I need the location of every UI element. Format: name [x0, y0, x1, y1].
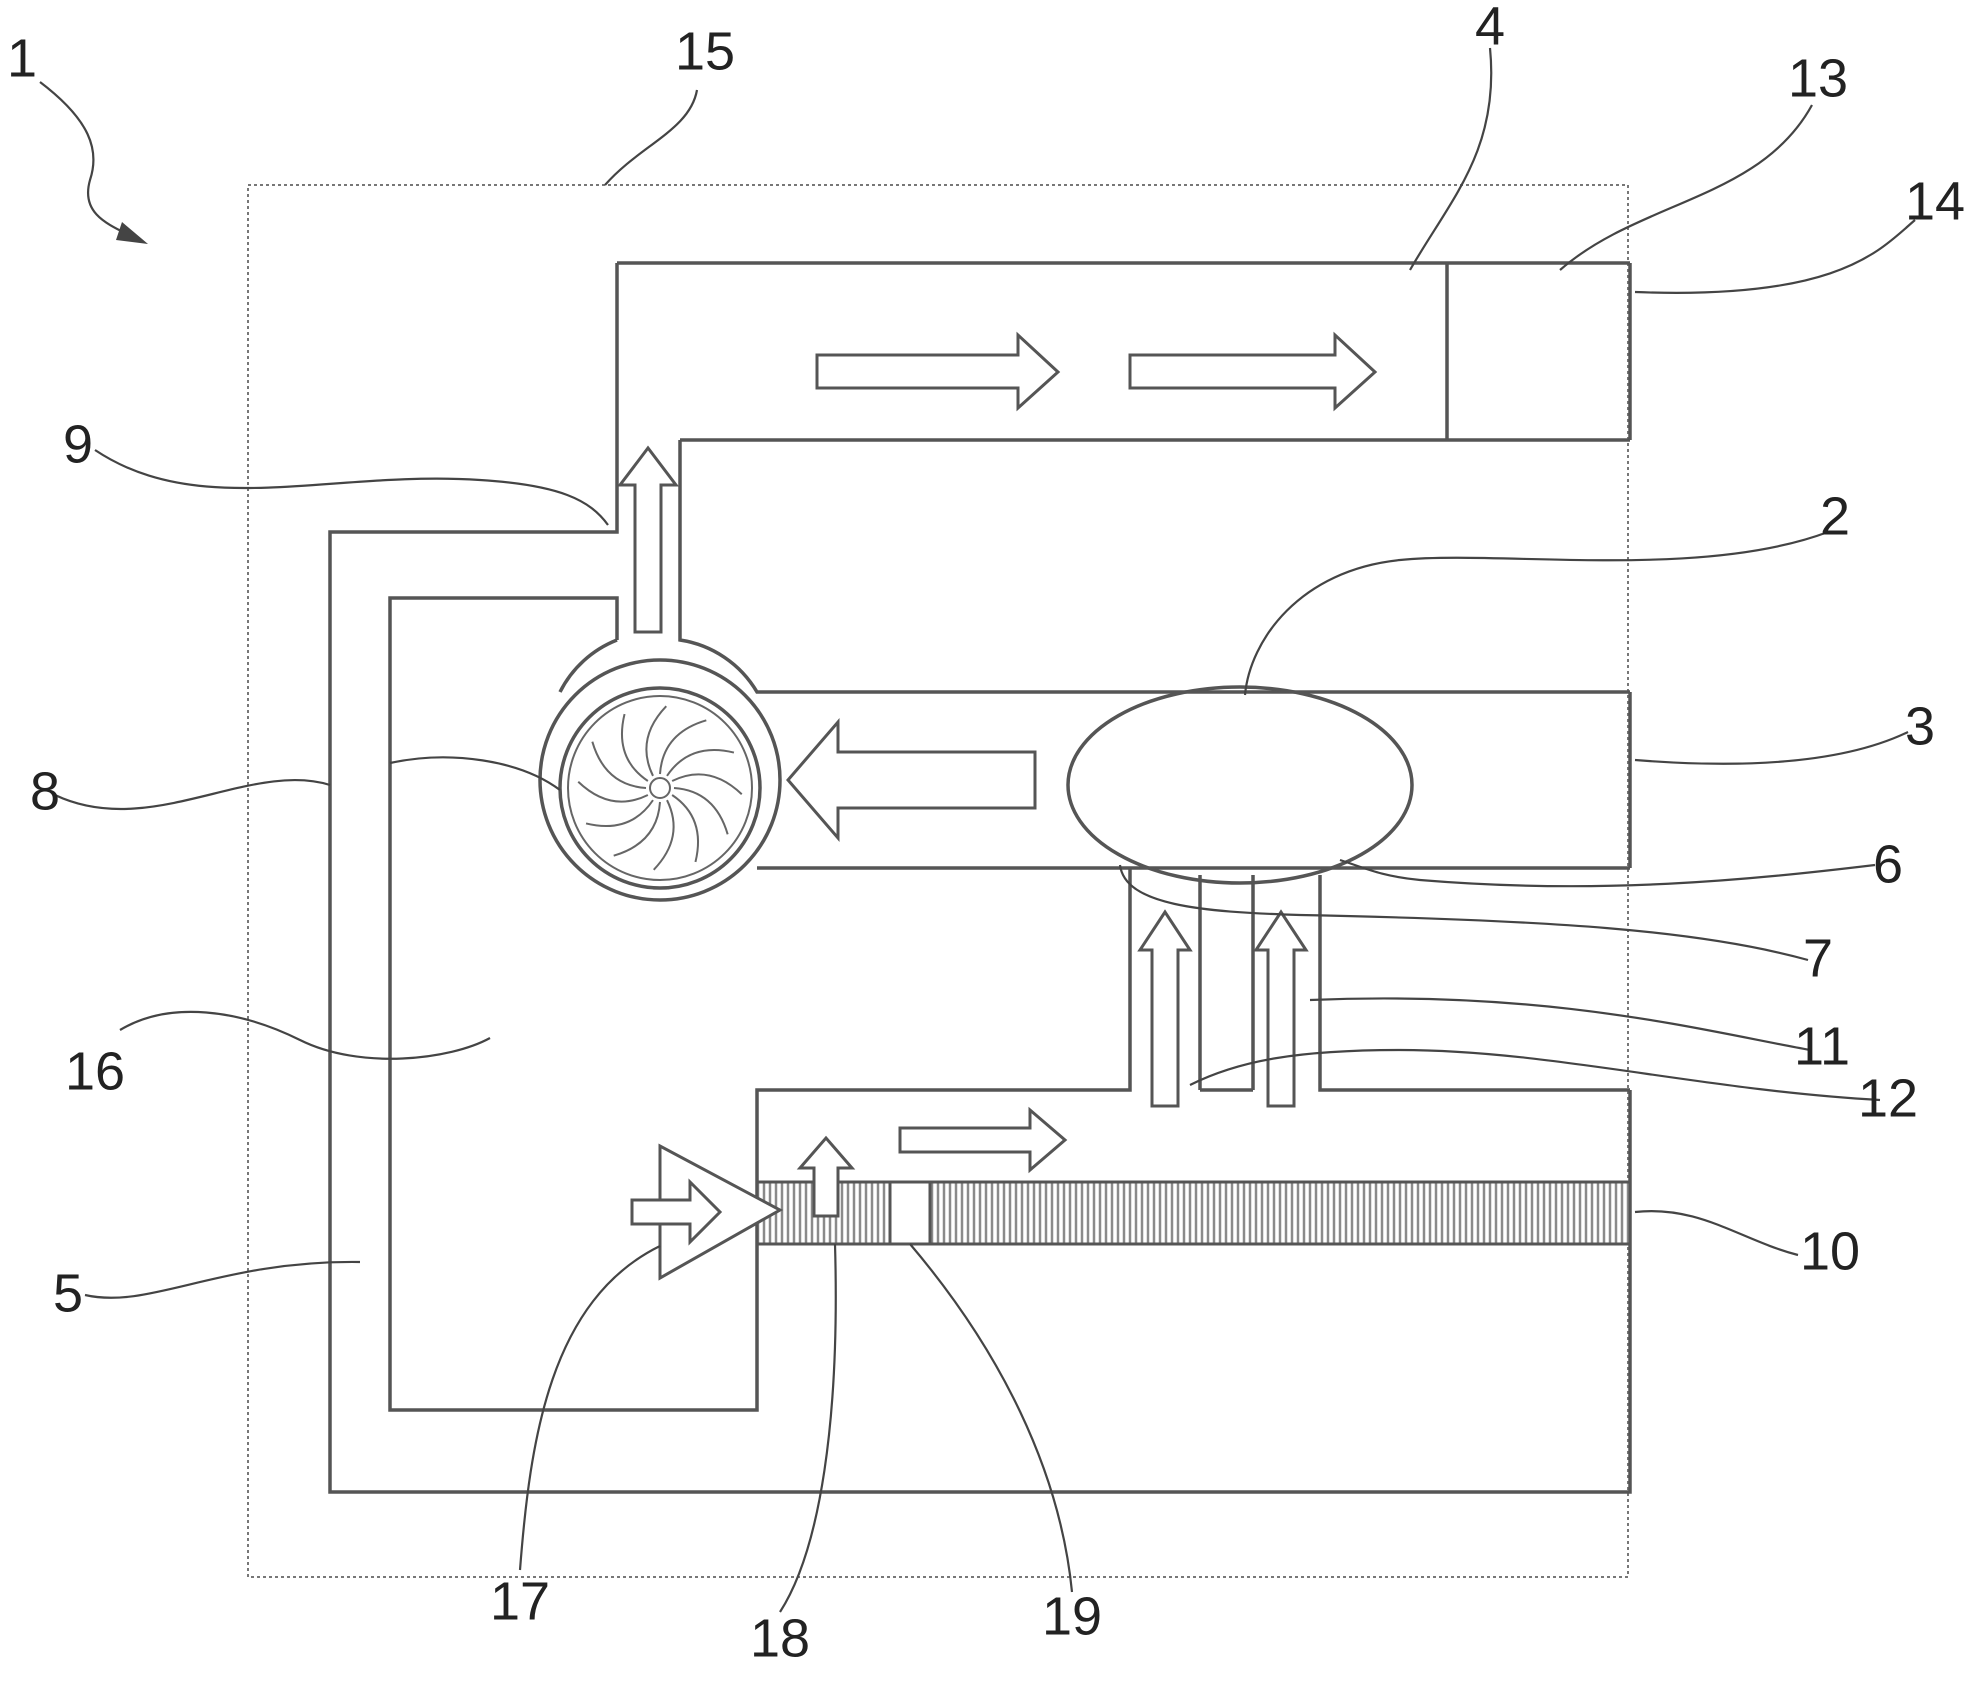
leader-2	[1243, 530, 1829, 696]
inner-loop-wall	[388, 596, 1132, 1412]
fan-blade	[671, 773, 743, 795]
fan-outlet-left-wall	[558, 638, 618, 693]
label-3: 3	[1905, 696, 1935, 756]
leader-4	[1409, 47, 1493, 271]
flow-arrow-right-lower	[898, 1106, 1068, 1174]
fan-blade	[591, 741, 647, 789]
hatched-band-10	[755, 1180, 1632, 1246]
label-19: 19	[1042, 1586, 1102, 1646]
label-17: 17	[490, 1571, 550, 1631]
label-6: 6	[1873, 834, 1903, 894]
leader-14	[1634, 219, 1916, 294]
label-1-arrowhead	[116, 222, 148, 244]
label-2: 2	[1820, 486, 1850, 546]
enclosure-boundary	[247, 184, 1629, 1578]
leader-16	[119, 1010, 491, 1060]
flow-arrow-up-channel-11a	[1137, 909, 1193, 1108]
label-18: 18	[750, 1608, 810, 1668]
channel-11-12-walls	[1198, 875, 1630, 1092]
label-14: 14	[1905, 171, 1965, 231]
leader-10	[1634, 1210, 1799, 1257]
label-4: 4	[1475, 0, 1505, 56]
leader-15	[604, 89, 699, 186]
label-8: 8	[30, 761, 60, 821]
fan-blade	[621, 713, 649, 782]
flow-arrow-top-2	[1128, 331, 1378, 412]
label-5: 5	[53, 1263, 83, 1323]
leader-9	[94, 449, 609, 526]
fan-blade	[653, 799, 675, 871]
leader-8	[54, 756, 561, 811]
flow-arrow-up-18	[796, 1135, 856, 1218]
leader-19	[909, 1243, 1074, 1593]
leader-6	[1339, 858, 1876, 888]
leader-7	[1118, 864, 1809, 962]
fan-blade	[671, 794, 699, 863]
fan-blade	[577, 781, 649, 803]
fan-blade	[645, 705, 667, 777]
flow-arrow-into-17	[630, 1178, 723, 1246]
leader-13	[1559, 104, 1813, 271]
label-7: 7	[1803, 928, 1833, 988]
outer-duct-wall	[328, 261, 1632, 1494]
leader-11	[1309, 997, 1811, 1052]
leader-5	[84, 1260, 361, 1299]
flow-arrow-up-channel-11b	[1253, 909, 1309, 1108]
label-15: 15	[675, 21, 735, 81]
label-10: 10	[1800, 1221, 1860, 1281]
flow-arrow-up-fan-outlet	[616, 445, 680, 634]
fan-housing	[538, 658, 782, 902]
flow-arrow-left-channel-3	[786, 717, 1037, 843]
flow-arrow-top-1	[815, 331, 1061, 412]
leader-3	[1634, 731, 1909, 765]
label-11: 11	[1794, 1016, 1850, 1076]
top-channel-inner-wall	[678, 438, 1630, 694]
leader-17	[518, 1245, 661, 1571]
leader-18	[779, 1243, 837, 1613]
leader-12	[1189, 1048, 1881, 1102]
label-1: 1	[7, 28, 37, 88]
fan-blade	[585, 799, 654, 827]
channel-3-lower-wall	[757, 692, 1632, 870]
fan-blade	[659, 719, 707, 775]
fan-blade	[613, 801, 661, 857]
label-16: 16	[65, 1041, 125, 1101]
fan-blade	[666, 749, 735, 777]
label-1-pointer	[39, 81, 136, 239]
label-12: 12	[1858, 1068, 1918, 1128]
element-19-block	[888, 1180, 932, 1246]
element-2-ellipse	[1066, 685, 1414, 885]
label-9: 9	[63, 414, 93, 474]
fan-blade	[673, 787, 729, 835]
label-13: 13	[1788, 48, 1848, 108]
